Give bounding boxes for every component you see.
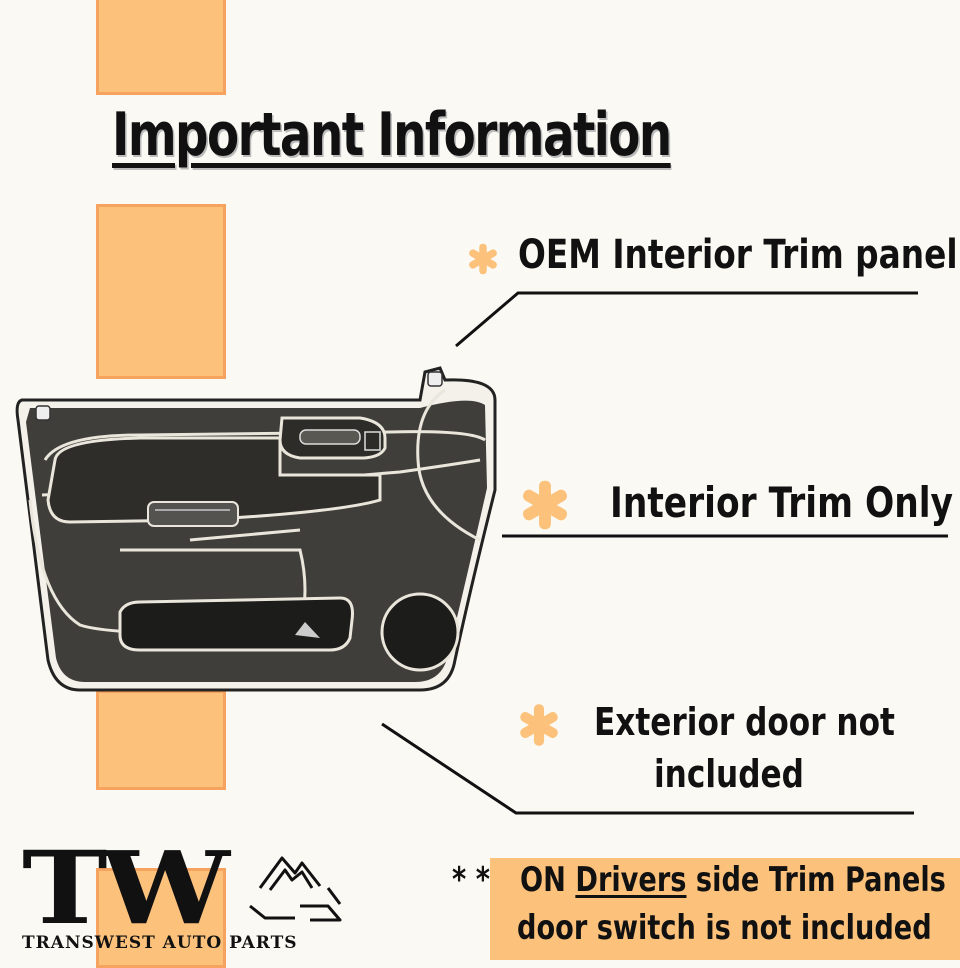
decor-stripe-2 — [96, 204, 226, 379]
decor-stripe-1 — [96, 0, 226, 95]
page-title: Important Information — [112, 100, 672, 170]
note-box — [490, 858, 960, 960]
logo-initials: TW — [22, 829, 230, 947]
asterisk-icon — [522, 480, 568, 530]
feature-exterior-not-included-2: included — [654, 752, 837, 796]
door-trim-panel-image — [15, 366, 497, 692]
feature-oem-trim: OEM Interior Trim panel — [518, 232, 960, 278]
note-line1-emph: Drivers — [575, 860, 687, 900]
note-line-2: door switch is not included — [517, 908, 932, 948]
decor-stripe-3 — [96, 690, 226, 790]
asterisk-icon — [469, 243, 497, 275]
feature-label-line2: included — [654, 752, 804, 796]
feature-label-line1: Exterior door not — [594, 700, 895, 744]
feature-interior-only: Interior Trim Only — [610, 478, 960, 527]
feature-label: Interior Trim Only — [610, 478, 954, 527]
note-line1-post: side Trim Panels — [686, 860, 946, 900]
mountain-recycle-logo-icon — [249, 856, 342, 922]
note-prefix: * * — [452, 860, 490, 900]
note-line-1: ON Drivers side Trim Panels — [520, 860, 946, 900]
feature-exterior-not-included: Exterior door not — [594, 700, 960, 744]
logo-company-name: TRANSWEST AUTO PARTS — [22, 933, 298, 953]
feature-label: OEM Interior Trim panel — [518, 232, 958, 278]
note-line1-pre: ON — [520, 860, 576, 900]
asterisk-icon — [520, 704, 558, 746]
